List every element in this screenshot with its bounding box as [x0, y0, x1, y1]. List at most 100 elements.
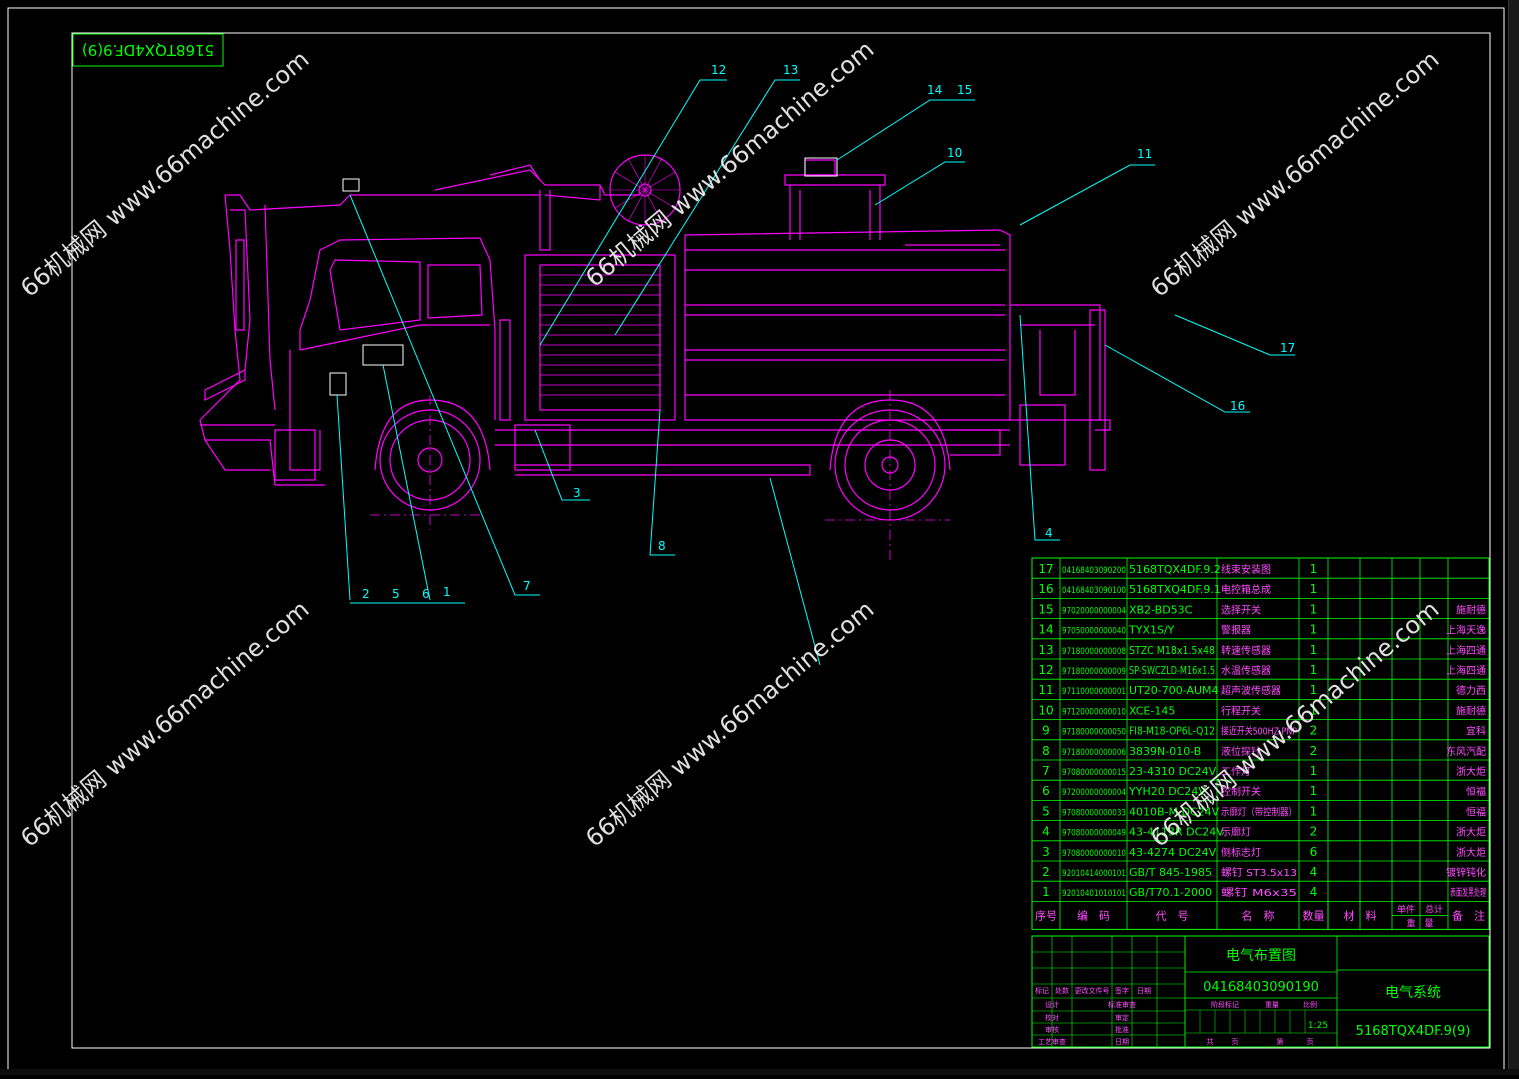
bom-no: 17: [1038, 562, 1053, 576]
bom-header-cell: 代 号: [1156, 909, 1189, 922]
callout-3: 3: [573, 486, 581, 500]
watermark-text: 66机械网 www.66machine.com: [15, 595, 314, 852]
role-label: 校对: [1045, 1013, 1059, 1022]
bom-model: YYH20 DC24V: [1128, 785, 1206, 798]
stage-label: 阶段标记: [1211, 1000, 1239, 1009]
watermark-text: 66机械网 www.66machine.com: [1145, 45, 1444, 302]
watermark-text: 66机械网 www.66machine.com: [15, 45, 314, 302]
vertical-scrollbar[interactable]: [1508, 0, 1519, 1075]
callout-2: 2: [362, 587, 370, 601]
bom-header-cell: 序号: [1035, 908, 1057, 922]
bom-name: 侧标志灯: [1221, 846, 1261, 859]
stage-label: 重量: [1265, 1001, 1279, 1009]
bom-name: 示廓灯: [1221, 826, 1251, 839]
bom-code: 97080000000033: [1062, 808, 1126, 818]
bom-model: GB/T 845-1985: [1129, 866, 1212, 879]
bom-code: 97020000000004: [1062, 606, 1126, 616]
bom-qty: 1: [1310, 602, 1318, 616]
bom-qty: 2: [1310, 724, 1318, 738]
inner-frame: [71, 32, 1491, 1049]
bom-name: 控制开关: [1221, 785, 1261, 798]
bom-code: 04168403090200: [1062, 566, 1126, 576]
bom-code: 97180000000050: [1062, 728, 1126, 738]
bom-note: 东风汽配: [1446, 745, 1486, 758]
bom-name: 超声波传感器: [1221, 684, 1281, 697]
bom-name: 转速传感器: [1221, 644, 1271, 657]
callout-17: 17: [1280, 341, 1295, 355]
callout-5: 5: [392, 587, 400, 601]
role-label: 标准审查: [1108, 1000, 1136, 1009]
horizontal-scrollbar[interactable]: [0, 1069, 1519, 1075]
bom-note: 施耐德: [1456, 704, 1486, 717]
bom-note: 恒福: [1466, 785, 1486, 798]
bom-note: 施耐德: [1456, 603, 1486, 616]
bom-header-cell: 名 称: [1242, 908, 1275, 922]
bom-header-cell: 总计: [1425, 903, 1443, 915]
bom-no: 8: [1042, 744, 1050, 758]
bom-no: 15: [1038, 602, 1053, 616]
bom-name: 螺钉 M6x35: [1221, 887, 1297, 899]
bom-code: 97180000000009: [1062, 667, 1126, 677]
bom-code: 97180000000008: [1062, 647, 1126, 657]
leader-lines: [336, 79, 1295, 666]
bom-qty: 1: [1310, 562, 1318, 576]
callout-10: 10: [947, 146, 962, 160]
bom-code: 97110000000001: [1062, 687, 1126, 697]
bom-qty: 1: [1310, 623, 1318, 637]
bom-header-cell: 重 量: [1406, 917, 1433, 929]
role-label: 工艺审查: [1038, 1037, 1066, 1046]
callout-14: 14: [927, 83, 942, 97]
bom-header-cell: 备 注: [1452, 908, 1485, 922]
sheet-label: 第: [1277, 1037, 1284, 1046]
bom-name: 螺钉 ST3.5x13: [1221, 867, 1297, 879]
bom-model: 43-4274 DC24V: [1129, 846, 1217, 859]
bom-no: 12: [1038, 663, 1053, 677]
bom-no: 1: [1042, 885, 1050, 899]
bom-code: 97200000000004: [1062, 788, 1126, 798]
bom-model: GB/T70.1-2000: [1129, 886, 1212, 899]
bom-model: 4010B-M DC24V: [1129, 805, 1220, 818]
bom-no: 9: [1042, 724, 1050, 738]
bom-code: 04168403090100: [1062, 586, 1126, 596]
role-label: 设计: [1045, 1000, 1059, 1009]
role-label: 批准: [1115, 1025, 1129, 1034]
stage-label: 比例: [1303, 1000, 1317, 1009]
bom-no: 14: [1038, 623, 1053, 637]
rev-label: 更改文件号: [1075, 986, 1110, 995]
bom-code: 97050000000040: [1062, 627, 1126, 637]
callout-15: 15: [957, 83, 972, 97]
bom-code: 97080000000015: [1062, 768, 1126, 778]
callout-13: 13: [783, 63, 798, 77]
vehicle-outline: [199, 154, 1111, 521]
bom-no: 13: [1038, 643, 1053, 657]
bom-code: 97120000000010: [1062, 707, 1126, 717]
brush-bristles: [610, 155, 680, 225]
bom-note: 浙大炬: [1456, 846, 1486, 859]
role-label: 审定: [1115, 1013, 1129, 1022]
bom-note: 上海四通: [1446, 644, 1486, 657]
top-title-box: 5168TQX4DF.9(9): [72, 33, 224, 67]
callout-11: 11: [1137, 147, 1152, 161]
callout-16: 16: [1230, 399, 1245, 413]
part-number: 5168TQX4DF.9(9): [1356, 1024, 1471, 1039]
bom-note: 恒福: [1466, 805, 1486, 818]
bom-header-cell: 编 码: [1077, 908, 1110, 922]
bom-qty: 1: [1310, 582, 1318, 596]
bom-model: STZC M18x1.5x48: [1129, 644, 1215, 657]
bom-name: 警报器: [1221, 624, 1251, 637]
bom-no: 16: [1038, 582, 1053, 596]
drawing-name: 电气布置图: [1226, 948, 1296, 964]
bom-qty: 1: [1310, 663, 1318, 677]
